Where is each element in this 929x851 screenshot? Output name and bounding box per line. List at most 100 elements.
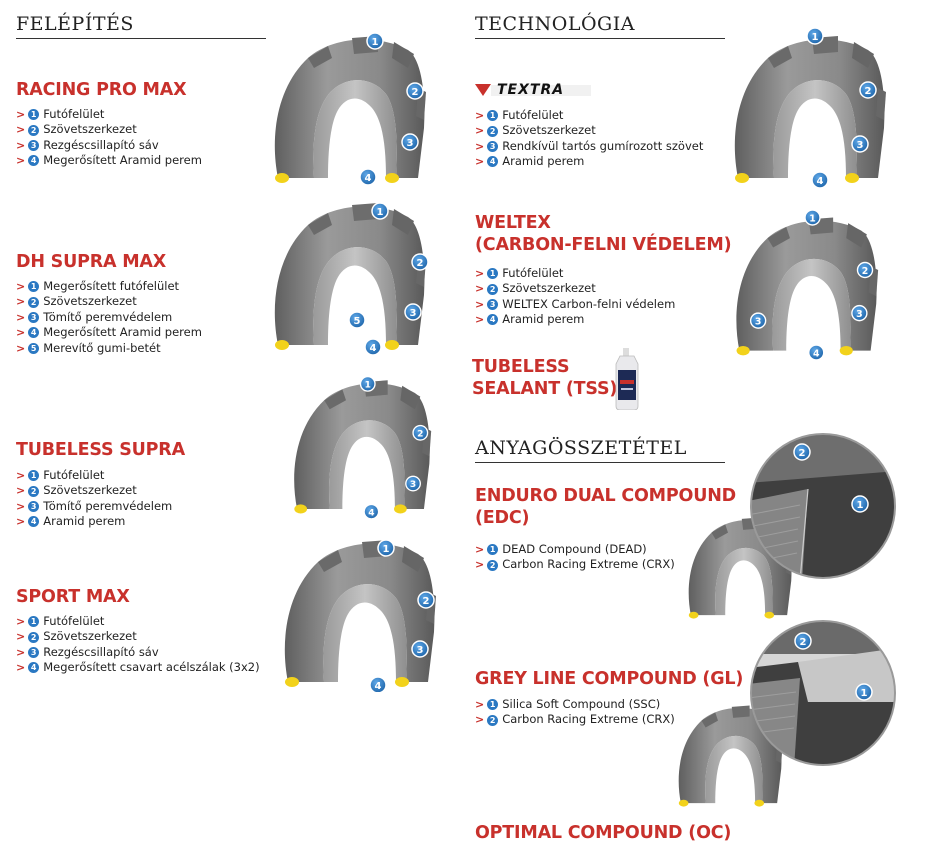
badge-3-icon: 3 — [851, 304, 868, 322]
arrow-icon: > — [16, 645, 26, 659]
arrow-icon: > — [475, 543, 485, 556]
arrow-icon: > — [475, 313, 485, 327]
arrow-icon: > — [16, 341, 26, 355]
badge-2-icon: 2 — [28, 631, 40, 643]
badge-1-icon: 1 — [487, 268, 499, 280]
svg-text:3: 3 — [856, 309, 863, 320]
heading-oc: OPTIMAL COMPOUND (OC) — [475, 823, 732, 843]
badge-1-icon: 1 — [804, 209, 821, 226]
badge-2-icon: 2 — [487, 283, 499, 295]
badge-2-icon: 2 — [487, 559, 499, 571]
svg-text:2: 2 — [862, 266, 869, 277]
badge-3-icon: 3 — [487, 299, 499, 311]
badge-3-icon: 3 — [487, 141, 499, 153]
textra-logo: TEXTRA — [475, 82, 593, 98]
badge-2-icon: 2 — [406, 82, 424, 100]
svg-text:1: 1 — [372, 37, 379, 48]
badge-4-icon: 4 — [364, 338, 382, 355]
heading-racing-pro-max: RACING PRO MAX — [16, 80, 187, 100]
tire-tubeless-supra-image: 1 2 3 4 — [288, 375, 433, 520]
badge-4-icon: 4 — [487, 314, 499, 326]
arrow-icon: > — [475, 139, 485, 153]
compound-edc-zoom-image: 2 1 — [750, 433, 896, 579]
svg-text:1: 1 — [809, 213, 816, 224]
badge-2-icon: 2 — [28, 124, 40, 136]
badge-5-icon: 5 — [28, 342, 40, 354]
heading-edc: ENDURO DUAL COMPOUND (EDC) — [475, 485, 736, 529]
badge-2-icon: 2 — [794, 632, 812, 650]
badge-3-icon: 3 — [749, 312, 767, 329]
arrow-icon: > — [16, 154, 26, 168]
badge-3-icon: 3 — [411, 640, 429, 658]
badge-3-icon: 3 — [401, 133, 419, 151]
badge-1-icon: 1 — [366, 32, 384, 50]
svg-text:2: 2 — [865, 86, 872, 97]
tire-textra-image: 1 2 3 4 — [728, 28, 888, 188]
svg-text:2: 2 — [412, 87, 419, 98]
badge-1-icon: 1 — [359, 375, 376, 392]
tire-sport-max-image: 1 2 3 4 — [278, 539, 438, 692]
badge-1-icon: 1 — [377, 539, 395, 557]
arrow-icon: > — [16, 326, 26, 340]
badge-1-icon: 1 — [487, 699, 499, 711]
svg-text:2: 2 — [417, 429, 423, 439]
heading-sport-max: SPORT MAX — [16, 587, 130, 607]
arrow-icon: > — [16, 310, 26, 324]
section-title-technologia: TECHNOLÓGIA — [475, 13, 725, 39]
heading-edc-line2: (EDC) — [475, 508, 530, 528]
svg-text:3: 3 — [410, 480, 416, 490]
badge-2-icon: 2 — [856, 261, 874, 279]
svg-text:1: 1 — [861, 688, 868, 699]
badge-3-icon: 3 — [851, 135, 869, 153]
svg-text:4: 4 — [370, 343, 377, 354]
svg-text:2: 2 — [423, 596, 430, 607]
svg-text:4: 4 — [365, 173, 372, 184]
badge-3-icon: 3 — [404, 303, 422, 321]
badge-1-icon: 1 — [371, 202, 389, 220]
badge-3-icon: 3 — [28, 647, 40, 659]
badge-4-icon: 4 — [28, 516, 40, 528]
svg-text:2: 2 — [417, 258, 424, 269]
svg-text:1: 1 — [365, 381, 371, 391]
svg-text:5: 5 — [354, 316, 361, 327]
svg-text:4: 4 — [817, 176, 824, 187]
badge-1-icon: 1 — [487, 110, 499, 122]
svg-text:1: 1 — [812, 32, 819, 43]
heading-edc-line1: ENDURO DUAL COMPOUND — [475, 486, 736, 506]
svg-text:3: 3 — [407, 138, 414, 149]
badge-2-icon: 2 — [411, 253, 428, 271]
badge-1-icon: 1 — [487, 544, 499, 556]
badge-1-icon: 1 — [28, 281, 40, 293]
svg-text:1: 1 — [857, 500, 864, 511]
arrow-icon: > — [16, 630, 26, 644]
svg-text:1: 1 — [383, 544, 390, 555]
arrow-icon: > — [16, 515, 26, 529]
heading-tss: TUBELESS SEALANT (TSS) — [472, 356, 617, 400]
svg-text:4: 4 — [813, 348, 820, 359]
arrow-icon: > — [475, 297, 485, 311]
badge-4-icon: 4 — [369, 676, 387, 692]
tire-racing-pro-max-image: 1 2 3 4 — [268, 32, 428, 186]
tire-dh-supra-max-image: 1 2 3 4 5 — [268, 202, 428, 355]
